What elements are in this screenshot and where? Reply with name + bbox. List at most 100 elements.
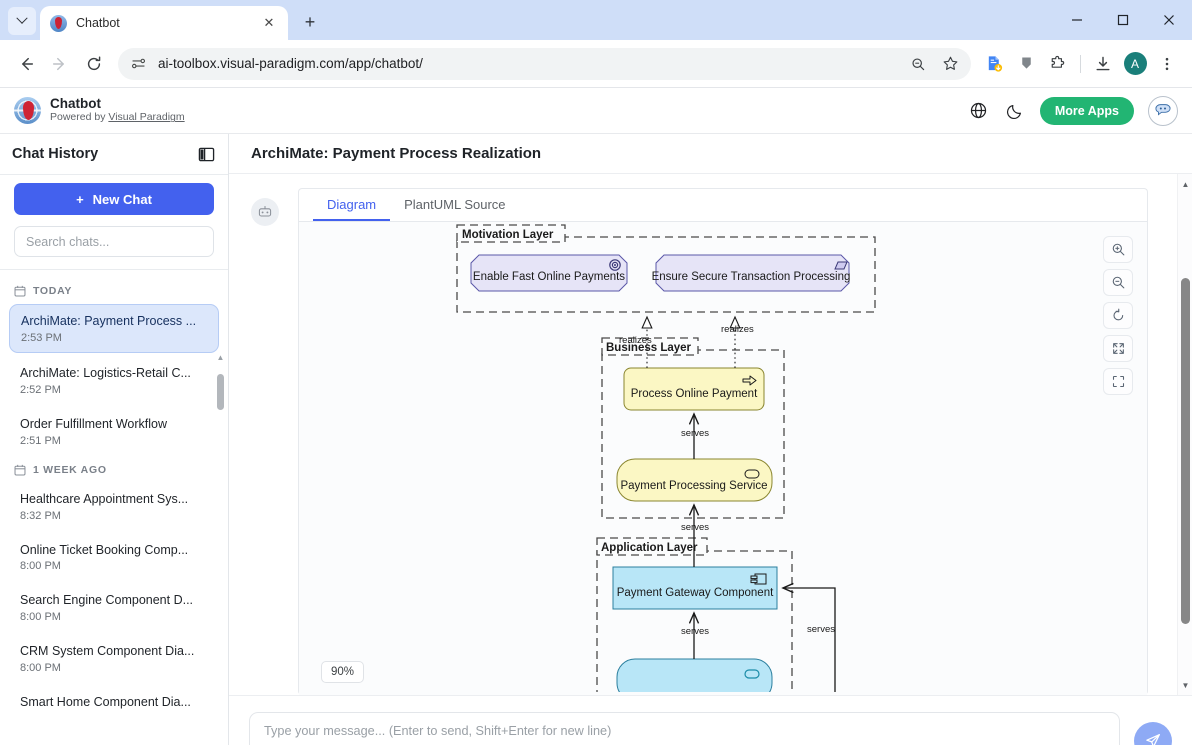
chat-item-title: ArchiMate: Logistics-Retail C... (20, 365, 191, 380)
window-minimize-button[interactable] (1054, 0, 1100, 40)
zoom-in-icon[interactable] (1103, 236, 1133, 263)
chat-list-item-7[interactable]: Smart Home Component Dia... (9, 686, 219, 719)
tab-title: Chatbot (76, 16, 120, 30)
edge-label-serves-1: serves (681, 428, 709, 439)
moon-dark-mode-icon[interactable] (1004, 100, 1026, 122)
extensions-puzzle-icon[interactable] (1043, 49, 1073, 79)
new-chat-button[interactable]: + New Chat (14, 183, 214, 215)
chat-list-item-2[interactable]: Order Fulfillment Workflow 2:51 PM (9, 408, 219, 455)
conversation-scroll-thumb[interactable] (1181, 278, 1190, 624)
back-icon[interactable] (10, 48, 42, 80)
visual-paradigm-logo-icon (14, 97, 41, 124)
edge-label-serves-3: serves (681, 626, 709, 637)
reload-icon[interactable] (78, 48, 110, 80)
chat-list-item-1[interactable]: ArchiMate: Logistics-Retail C... 2:52 PM (9, 357, 219, 404)
send-paper-plane-icon (1146, 733, 1160, 745)
chat-group-label-today: TODAY (0, 280, 228, 304)
diagram-node-business-service[interactable]: Payment Processing Service (616, 458, 773, 502)
pin-extension-icon[interactable] (1011, 49, 1041, 79)
tab-diagram[interactable]: Diagram (313, 189, 391, 221)
conversation-scroll-up-arrow[interactable]: ▲ (1181, 179, 1190, 189)
app-header-actions: More Apps (968, 95, 1178, 126)
zoom-out-icon[interactable] (1103, 269, 1133, 296)
fullscreen-icon[interactable] (1103, 368, 1133, 395)
diagram-edges: realizes realizes serves serves (619, 317, 836, 692)
downloads-icon[interactable] (1088, 49, 1118, 79)
chat-bubble-avatar-icon[interactable] (1148, 95, 1178, 126)
browser-tab-chatbot[interactable]: Chatbot ✕ (40, 6, 288, 40)
new-chat-label: New Chat (92, 191, 152, 207)
sidebar-scroll-up-arrow[interactable]: ▲ (216, 352, 225, 362)
diagram-canvas[interactable]: 90% (299, 222, 1147, 695)
bookmark-star-icon[interactable] (935, 49, 965, 79)
tab-close-icon[interactable]: ✕ (263, 15, 275, 30)
diagram-node-application-service[interactable] (616, 658, 773, 692)
tab-favicon-icon (50, 14, 67, 32)
globe-icon[interactable] (968, 100, 990, 122)
chat-item-time: 2:53 PM (21, 331, 62, 344)
window-close-button[interactable] (1146, 0, 1192, 40)
diagram-node-goal[interactable]: Enable Fast Online Payments (470, 254, 628, 292)
omnibox-actions (903, 49, 965, 79)
artifact-tabs: Diagram PlantUML Source (299, 189, 1147, 222)
window-controls (1054, 0, 1192, 40)
chat-item-title: Search Engine Component D... (20, 593, 194, 608)
address-bar[interactable]: ai-toolbox.visual-paradigm.com/app/chatb… (118, 47, 971, 80)
edge-label-serves-2: serves (681, 522, 709, 533)
browser-tab-strip: Chatbot ✕ + (0, 0, 1192, 40)
chevron-down-icon (16, 12, 28, 24)
diagram-group-application: Application Layer (596, 537, 793, 692)
tab-plantuml-source[interactable]: PlantUML Source (404, 196, 506, 212)
sidebar-scroll-thumb[interactable] (217, 374, 224, 410)
chat-history-list: TODAY ArchiMate: Payment Process ... 2:5… (0, 270, 228, 745)
chat-item-time: 8:00 PM (20, 560, 61, 573)
powered-by-text: Powered by (50, 111, 109, 124)
goal-icon (609, 259, 621, 271)
process-arrow-icon (742, 375, 757, 386)
site-settings-icon[interactable] (126, 52, 150, 76)
panel-collapse-icon[interactable] (196, 144, 216, 164)
send-button[interactable] (1134, 721, 1172, 745)
brand[interactable]: Chatbot Powered by Visual Paradigm (14, 96, 185, 125)
new-tab-button[interactable]: + (304, 11, 316, 32)
chat-list-item-4[interactable]: Online Ticket Booking Comp... 8:00 PM (9, 534, 219, 581)
read-aloud-extension-icon[interactable] (979, 49, 1009, 79)
chat-history-sidebar: Chat History + New Chat TODAY ArchiMate:… (0, 134, 229, 745)
diagram-group-business: Business Layer (601, 337, 785, 519)
group-label-text: 1 WEEK AGO (33, 463, 107, 476)
calendar-icon (14, 464, 26, 476)
sidebar-title: Chat History (12, 146, 99, 162)
archimate-diagram: Motivation Layer Enable Fast Online Paym… (456, 224, 876, 692)
diagram-node-business-process[interactable]: Process Online Payment (623, 367, 765, 411)
reset-zoom-icon[interactable] (1103, 302, 1133, 329)
conversation-scroll-down-arrow[interactable]: ▼ (1181, 680, 1190, 690)
node-label-business-service: Payment Processing Service (620, 480, 767, 492)
fit-screen-icon[interactable] (1103, 335, 1133, 362)
more-apps-button[interactable]: More Apps (1039, 96, 1134, 125)
browser-menu-icon[interactable] (1152, 49, 1182, 79)
visual-paradigm-link[interactable]: Visual Paradigm (108, 111, 185, 124)
profile-avatar-icon[interactable]: A (1120, 49, 1150, 79)
diagram-node-application-component[interactable]: Payment Gateway Component (612, 566, 778, 610)
sidebar-actions: + New Chat (0, 174, 228, 270)
sidebar-scrollbar[interactable]: ▲ ▼ (216, 352, 225, 745)
chat-list-item-5[interactable]: Search Engine Component D... 8:00 PM (9, 584, 219, 631)
search-chats-input[interactable] (14, 226, 214, 257)
omnibox-search-icon[interactable] (903, 49, 933, 79)
toolbar-divider (1080, 54, 1081, 73)
forward-icon[interactable] (44, 48, 76, 80)
group-label-application: Application Layer (601, 542, 698, 554)
chat-list-item-6[interactable]: CRM System Component Dia... 8:00 PM (9, 635, 219, 682)
message-input[interactable] (249, 711, 1120, 745)
chat-group-label-1-week-ago: 1 WEEK AGO (0, 459, 228, 483)
assistant-message-row: Diagram PlantUML Source 90% (229, 174, 1192, 695)
diagram-zoom-toolbar (1103, 236, 1133, 395)
app-subtitle: Powered by Visual Paradigm (50, 111, 185, 125)
conversation-scrollbar[interactable]: ▲ ▼ (1177, 174, 1192, 695)
diagram-node-requirement[interactable]: Ensure Secure Transaction Processing (652, 254, 851, 292)
chat-list-item-0[interactable]: ArchiMate: Payment Process ... 2:53 PM (9, 304, 219, 353)
conversation-area: Diagram PlantUML Source 90% (229, 174, 1192, 695)
window-maximize-button[interactable] (1100, 0, 1146, 40)
chat-list-item-3[interactable]: Healthcare Appointment Sys... 8:32 PM (9, 483, 219, 530)
tab-search-button[interactable] (8, 7, 36, 35)
